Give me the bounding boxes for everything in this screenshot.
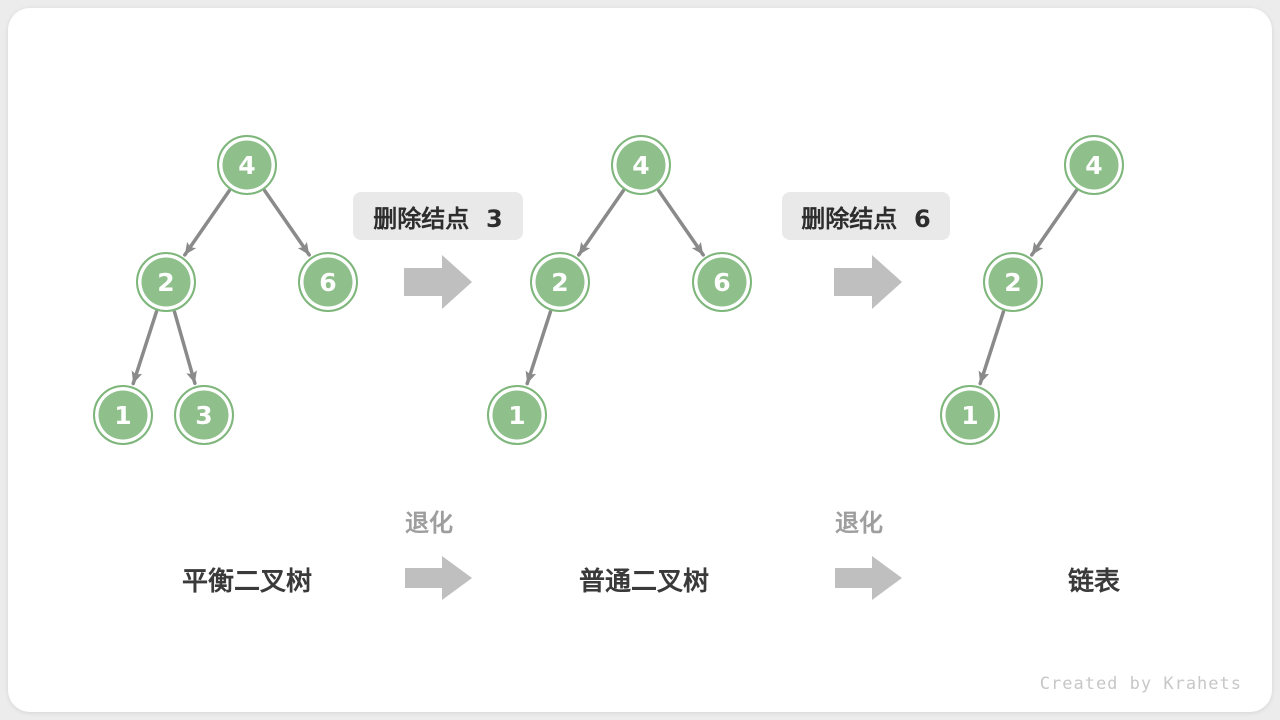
tree-node-1: 1: [93, 385, 153, 445]
caption-linked-list: 链表: [1067, 567, 1120, 597]
right-block-arrow-icon: [405, 556, 472, 600]
tree-edge: [172, 310, 197, 386]
caption-balanced-binary-tree: 平衡二叉树: [181, 567, 312, 597]
tree-node-1: 1: [487, 385, 547, 445]
tree-edge: [262, 188, 311, 257]
tree-node-3: 3: [174, 385, 234, 445]
tree-edge: [183, 188, 232, 257]
tree-node-1: 1: [940, 385, 1000, 445]
caption-normal-binary-tree: 普通二叉树: [578, 567, 709, 597]
tree-node-2: 2: [983, 252, 1043, 312]
tree-node-4: 4: [217, 135, 277, 195]
tree-node-6: 6: [298, 252, 358, 312]
tree-node-2: 2: [136, 252, 196, 312]
right-block-arrow-icon: [835, 556, 902, 600]
right-block-arrow-icon: [834, 255, 902, 309]
tree-edge: [978, 309, 1006, 386]
step-label-delete-node-3: 删除结点 3: [353, 192, 523, 240]
tree-node-4: 4: [611, 135, 671, 195]
tree-node-2: 2: [530, 252, 590, 312]
step-label-delete-node-6: 删除结点 6: [782, 192, 950, 240]
degrade-label: 退化: [835, 509, 883, 537]
degrade-label: 退化: [405, 509, 453, 537]
figure-card: [8, 8, 1272, 712]
tree-edge: [131, 309, 159, 386]
tree-node-4: 4: [1064, 135, 1124, 195]
tree-edge: [577, 188, 626, 257]
right-block-arrow-icon: [404, 255, 472, 309]
tree-edge: [656, 188, 705, 257]
tree-edge: [525, 309, 553, 386]
watermark-credit: Created by Krahets: [1039, 674, 1242, 694]
tree-node-6: 6: [692, 252, 752, 312]
tree-edge: [1030, 188, 1079, 257]
